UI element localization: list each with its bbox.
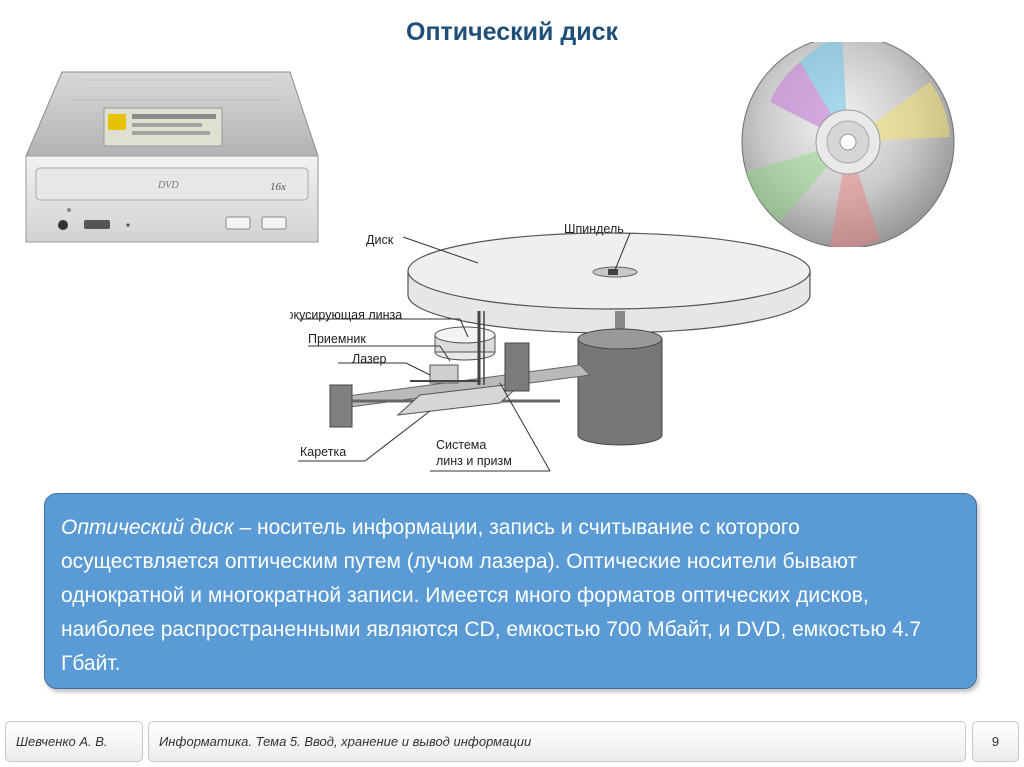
footer-topic: Информатика. Тема 5. Ввод, хранение и вы… xyxy=(148,721,966,762)
definition-term: Оптический диск xyxy=(61,516,234,539)
drive-mechanism-diagram: Диск Шпиндель Фокусирующая линза Приемни… xyxy=(290,215,850,480)
label-spindle: Шпиндель xyxy=(564,222,624,236)
label-lens-system-line1: Система xyxy=(436,438,486,452)
svg-text:DVD: DVD xyxy=(157,180,179,191)
definition-text: – носитель информации, запись и считыван… xyxy=(61,516,921,675)
definition-box: Оптический диск – носитель информации, з… xyxy=(44,493,977,689)
label-lens-system-line2: линз и призм xyxy=(436,454,512,468)
label-disk: Диск xyxy=(366,233,394,247)
footer-author: Шевченко А. В. xyxy=(5,721,143,762)
optical-drive-image: DVD 16x xyxy=(22,70,322,245)
label-laser: Лазер xyxy=(352,352,387,366)
label-carriage: Каретка xyxy=(300,445,346,459)
slide-number: 9 xyxy=(972,721,1019,762)
label-receiver: Приемник xyxy=(308,332,366,346)
label-focus-lens: Фокусирующая линза xyxy=(290,308,402,322)
drive-speed-badge: 16x xyxy=(270,181,286,193)
